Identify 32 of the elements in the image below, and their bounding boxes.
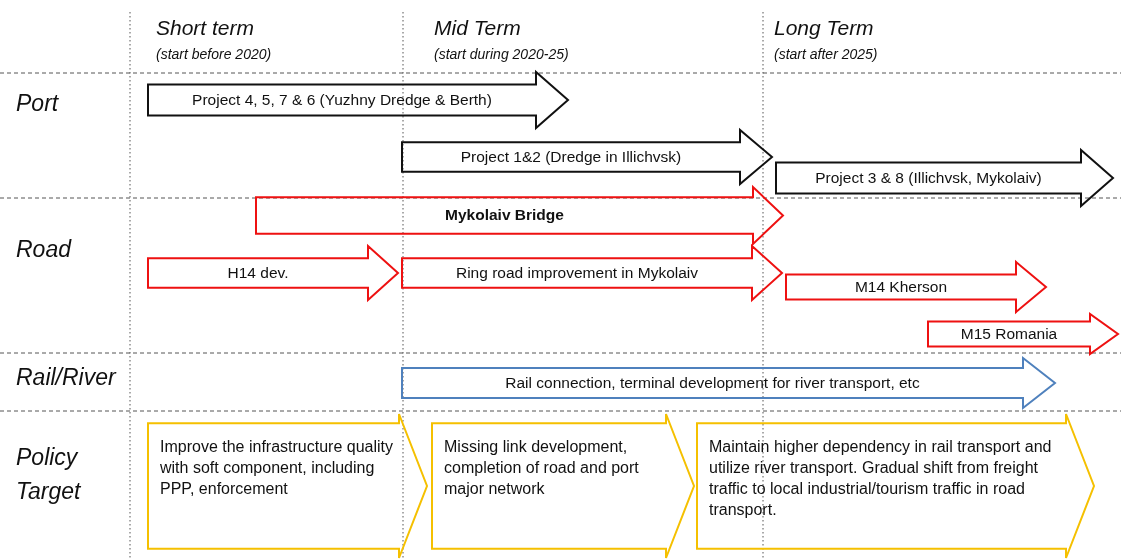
- project-timeline-bar: [786, 262, 1046, 312]
- row-heading: Road: [16, 236, 71, 263]
- target-timeline-bar: [697, 414, 1094, 558]
- project-label: Project 1&2 (Dredge in Illichvsk): [460, 148, 682, 166]
- project-label: Ring road improvement in Mykolaiv: [455, 264, 699, 282]
- project-timeline-bar: [148, 72, 568, 128]
- project-timeline-bar: [776, 150, 1113, 206]
- row-heading: Rail/River: [16, 364, 116, 391]
- project-label: Project 4, 5, 7 & 6 (Yuzhny Dredge & Berth): [192, 91, 492, 109]
- row-heading: Policy Target: [16, 443, 82, 506]
- project-timeline-bar: [256, 187, 783, 244]
- project-timeline-bar: [402, 358, 1055, 408]
- target-text: Missing link development, completion of road and port major network: [444, 437, 640, 499]
- project-label: M14 Kherson: [854, 278, 948, 296]
- target-text: Improve the infrastructure quality with soft component, including PPP, enforcement: [160, 437, 393, 499]
- project-timeline-bar: [402, 246, 782, 300]
- column-heading: Mid Term: [434, 16, 521, 40]
- column-heading: Short term: [156, 16, 255, 40]
- project-timeline-bar: [148, 246, 398, 300]
- project-timeline-bar: [928, 314, 1118, 354]
- project-label: H14 dev.: [227, 264, 289, 282]
- column-subheading: (start after 2025): [774, 46, 878, 62]
- column-heading: Long Term: [774, 16, 874, 40]
- target-timeline-bar: [432, 414, 694, 558]
- project-timeline-bar: [402, 130, 772, 184]
- project-label: Project 3 & 8 (Illichvsk, Mykolaiv): [815, 169, 1042, 187]
- row-heading: Port: [16, 90, 59, 117]
- project-label: Mykolaiv Bridge: [445, 206, 564, 225]
- project-label: Rail connection, terminal development for river transport, etc: [505, 374, 920, 392]
- project-label: M15 Romania: [960, 325, 1058, 343]
- target-text: Maintain higher dependency in rail transport and utilize river transport. Gradual shift from freight traffic to local industrial/tourism traffic in road transport.: [709, 437, 1053, 520]
- target-timeline-bar: [148, 414, 427, 558]
